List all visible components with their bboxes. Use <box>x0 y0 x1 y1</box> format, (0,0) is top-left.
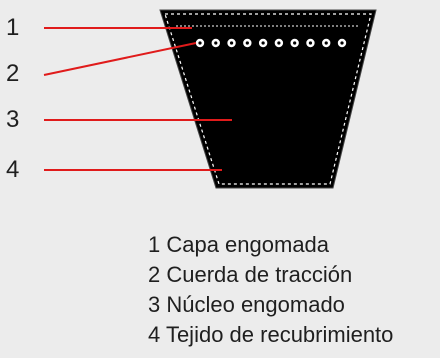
callout-number-3: 3 <box>6 106 20 133</box>
v-belt-cross-section <box>159 9 377 189</box>
rubber-core <box>172 22 364 178</box>
callout-number-2: 2 <box>6 60 20 87</box>
tension-cord-center <box>324 41 328 45</box>
fabric-cover-dashes <box>164 13 372 185</box>
legend-item-4: 4 Tejido de recubrimiento <box>148 322 394 347</box>
leader-lines <box>43 27 232 171</box>
legend: 1 Capa engomada 2 Cuerda de tracción 3 N… <box>148 230 393 350</box>
tension-cord-center <box>308 41 313 45</box>
tension-cord-center <box>293 41 297 45</box>
legend-item-2: 2 Cuerda de tracción <box>148 262 353 287</box>
leader-line-2 <box>43 42 197 76</box>
tension-cord-center <box>340 41 344 45</box>
tension-cord-center <box>198 41 202 45</box>
tension-cord-center <box>277 41 281 45</box>
legend-item-1: 1 Capa engomada <box>148 232 330 257</box>
tension-cord-center <box>214 41 218 45</box>
callout-number-1: 1 <box>6 14 20 41</box>
tension-cord-center <box>229 41 234 45</box>
legend-item-3: 3 Núcleo engomado <box>148 292 345 317</box>
tension-cords <box>195 38 347 48</box>
tension-cord-center <box>261 41 265 45</box>
callout-number-4: 4 <box>6 156 20 183</box>
tension-cord-center <box>245 41 249 45</box>
